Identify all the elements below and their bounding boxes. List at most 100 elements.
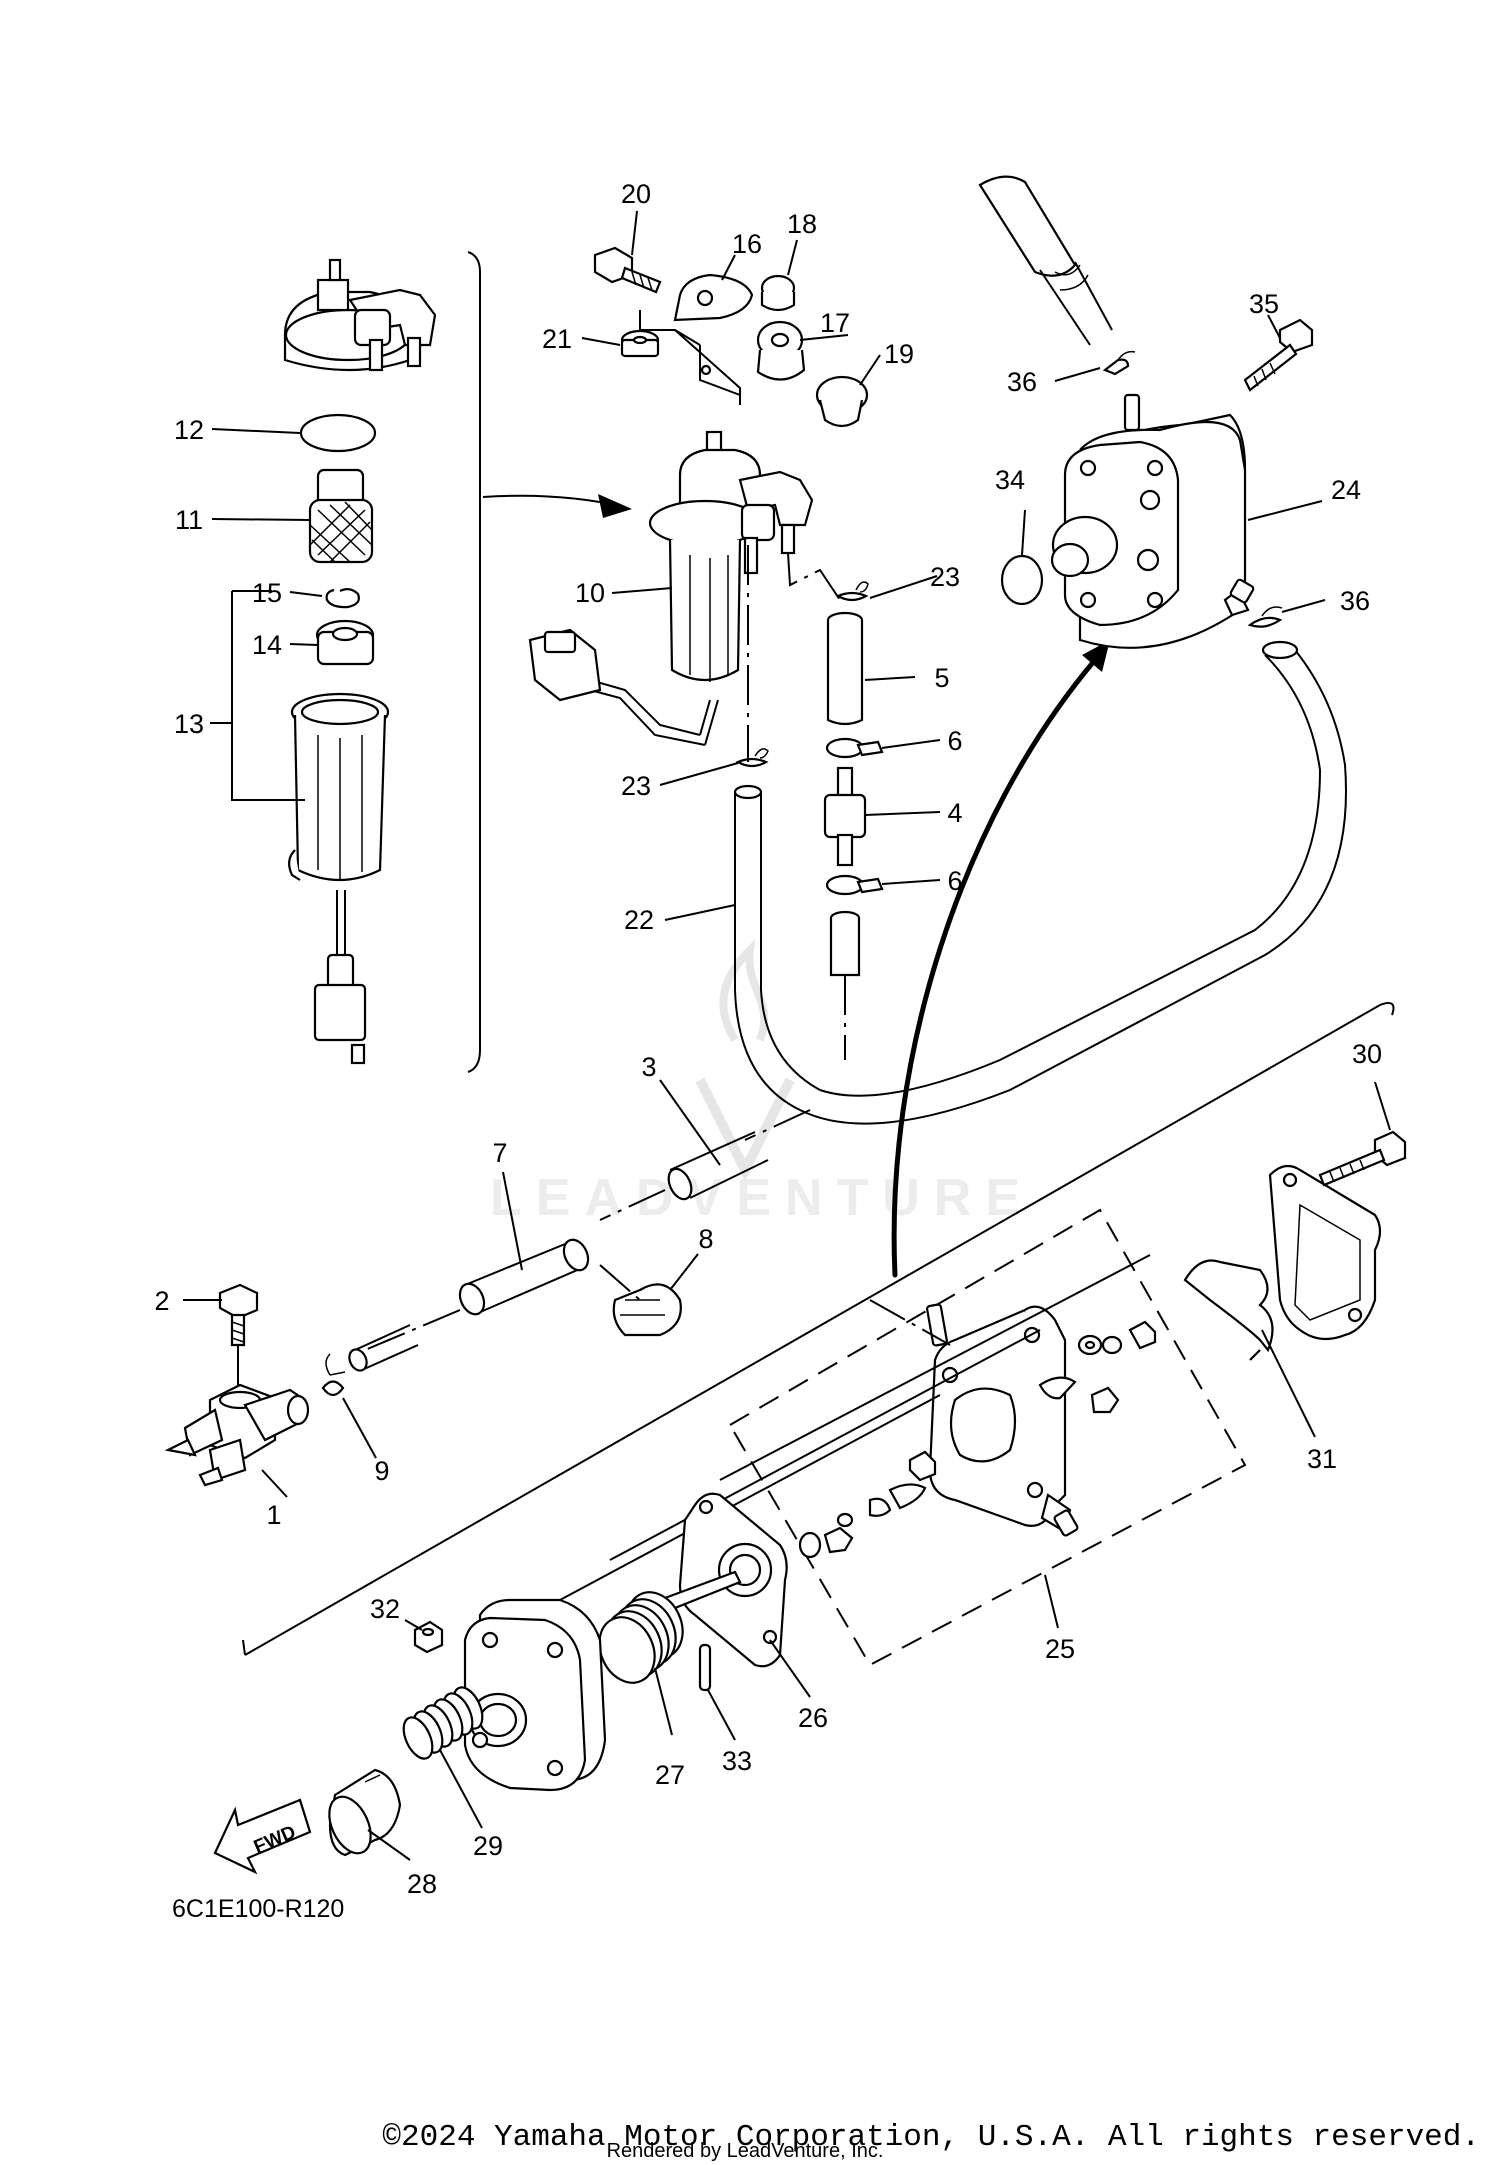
fuel-pump-24 bbox=[1050, 393, 1255, 649]
joint-4 bbox=[823, 766, 867, 867]
callout-2: 2 bbox=[154, 1286, 169, 1316]
alignment-line bbox=[609, 1329, 1041, 1561]
callout-26: 26 bbox=[798, 1703, 828, 1733]
clip-23a-wire bbox=[855, 581, 869, 593]
clip-36b-wire bbox=[1261, 606, 1283, 617]
callout-18: 18 bbox=[787, 209, 817, 239]
arrow-to-pump bbox=[891, 657, 1098, 1278]
bolt-35 bbox=[1243, 318, 1314, 392]
callout-34: 34 bbox=[995, 465, 1025, 495]
clip-23b bbox=[735, 757, 769, 768]
spring-29 bbox=[402, 1686, 484, 1760]
gasket-31 bbox=[1183, 1259, 1274, 1361]
callout-24: 24 bbox=[1331, 475, 1361, 505]
hose-short-left bbox=[348, 1324, 419, 1372]
group-bracket bbox=[467, 251, 481, 1073]
clamp-6a bbox=[825, 737, 884, 759]
plunger-28 bbox=[328, 1768, 402, 1857]
callout-6b: 6 bbox=[947, 866, 962, 896]
arrow-head bbox=[598, 494, 632, 518]
filter-element-11 bbox=[308, 468, 374, 564]
hose-top-right bbox=[978, 175, 1113, 346]
bolt-2 bbox=[218, 1283, 259, 1347]
o-ring-34 bbox=[1000, 554, 1044, 606]
spring-27 bbox=[598, 1591, 684, 1684]
callout-28: 28 bbox=[407, 1869, 437, 1899]
filter-cup-13 bbox=[288, 692, 390, 1065]
watermark-text: LEADVENTURE bbox=[490, 1169, 1034, 1227]
clip-9 bbox=[321, 1380, 345, 1397]
leader-lines bbox=[183, 210, 1391, 1861]
small-parts-25 bbox=[798, 1320, 1157, 1559]
center-line bbox=[787, 552, 841, 601]
callout-9: 9 bbox=[374, 1456, 389, 1486]
diagram-code: 6C1E100-R120 bbox=[172, 1895, 344, 1923]
clip-23a bbox=[835, 591, 869, 602]
bolt-20 bbox=[593, 246, 662, 294]
callout-4: 4 bbox=[947, 798, 962, 828]
bolt-30 bbox=[1318, 1130, 1407, 1187]
clamp-6b bbox=[825, 874, 884, 896]
callout-22: 22 bbox=[624, 905, 654, 935]
center-line bbox=[599, 1189, 666, 1221]
fwd-arrow-icon: FWD bbox=[213, 1798, 312, 1875]
arrow-head bbox=[1082, 640, 1110, 672]
nut-32 bbox=[413, 1620, 444, 1654]
hose-3 bbox=[667, 1131, 769, 1201]
callout-8: 8 bbox=[698, 1224, 713, 1254]
bracket-16 bbox=[639, 273, 754, 405]
wire-connector bbox=[528, 628, 719, 746]
pump-cover bbox=[463, 1598, 607, 1792]
rendered-by: Rendered by LeadVenture, Inc. bbox=[607, 2140, 884, 2162]
clip-8 bbox=[612, 1283, 682, 1337]
hose-short bbox=[829, 910, 861, 977]
callout-35: 35 bbox=[1249, 289, 1279, 319]
mount-baseline bbox=[244, 1002, 1395, 1656]
callout-13: 13 bbox=[174, 709, 204, 739]
callout-17: 17 bbox=[820, 308, 850, 338]
diaphragm-26 bbox=[663, 1492, 788, 1668]
watermark-logo: LEADVENTURE bbox=[490, 938, 1034, 1227]
valve-1 bbox=[164, 1383, 310, 1487]
callout-30: 30 bbox=[1352, 1039, 1382, 1069]
center-line bbox=[869, 1299, 951, 1346]
callout-7: 7 bbox=[492, 1138, 507, 1168]
clip-36a-wire bbox=[1117, 350, 1136, 361]
callout-32: 32 bbox=[370, 1594, 400, 1624]
callouts: 1 2 3 4 5 6 6 7 8 9 10 11 12 13 14 15 16… bbox=[154, 179, 1382, 1899]
callout-21: 21 bbox=[542, 324, 572, 354]
callout-5: 5 bbox=[934, 663, 949, 693]
callout-15: 15 bbox=[252, 578, 282, 608]
callout-23b: 23 bbox=[621, 771, 651, 801]
grommet-17 bbox=[756, 320, 806, 381]
copyright-notice: ©2024 Yamaha Motor Corporation, U.S.A. A… bbox=[382, 2120, 1480, 2155]
fuel-filter-10 bbox=[648, 430, 814, 682]
nut-21 bbox=[620, 329, 660, 358]
callout-23a: 23 bbox=[930, 562, 960, 592]
callout-33: 33 bbox=[722, 1746, 752, 1776]
callout-10: 10 bbox=[575, 578, 605, 608]
o-ring-12 bbox=[299, 413, 377, 453]
alignment-line bbox=[559, 1524, 701, 1601]
callout-1: 1 bbox=[266, 1500, 281, 1530]
hose-7 bbox=[458, 1238, 590, 1316]
callout-14: 14 bbox=[252, 630, 282, 660]
clip-36a bbox=[1102, 358, 1130, 376]
callout-6a: 6 bbox=[947, 726, 962, 756]
collar-19 bbox=[815, 375, 869, 428]
callout-3: 3 bbox=[641, 1052, 656, 1082]
callout-31: 31 bbox=[1307, 1444, 1337, 1474]
callout-11: 11 bbox=[175, 505, 203, 535]
center-line bbox=[599, 1264, 641, 1301]
callout-36a: 36 bbox=[1007, 367, 1037, 397]
baseline-tick bbox=[242, 1639, 246, 1656]
nut-14 bbox=[315, 619, 375, 666]
callout-19: 19 bbox=[884, 339, 914, 369]
callout-25: 25 bbox=[1045, 1634, 1075, 1664]
grommet-18 bbox=[760, 274, 796, 312]
clip-23b-wire bbox=[754, 748, 769, 759]
callout-29: 29 bbox=[473, 1831, 503, 1861]
center-line bbox=[744, 1109, 811, 1141]
callout-27: 27 bbox=[655, 1760, 685, 1790]
